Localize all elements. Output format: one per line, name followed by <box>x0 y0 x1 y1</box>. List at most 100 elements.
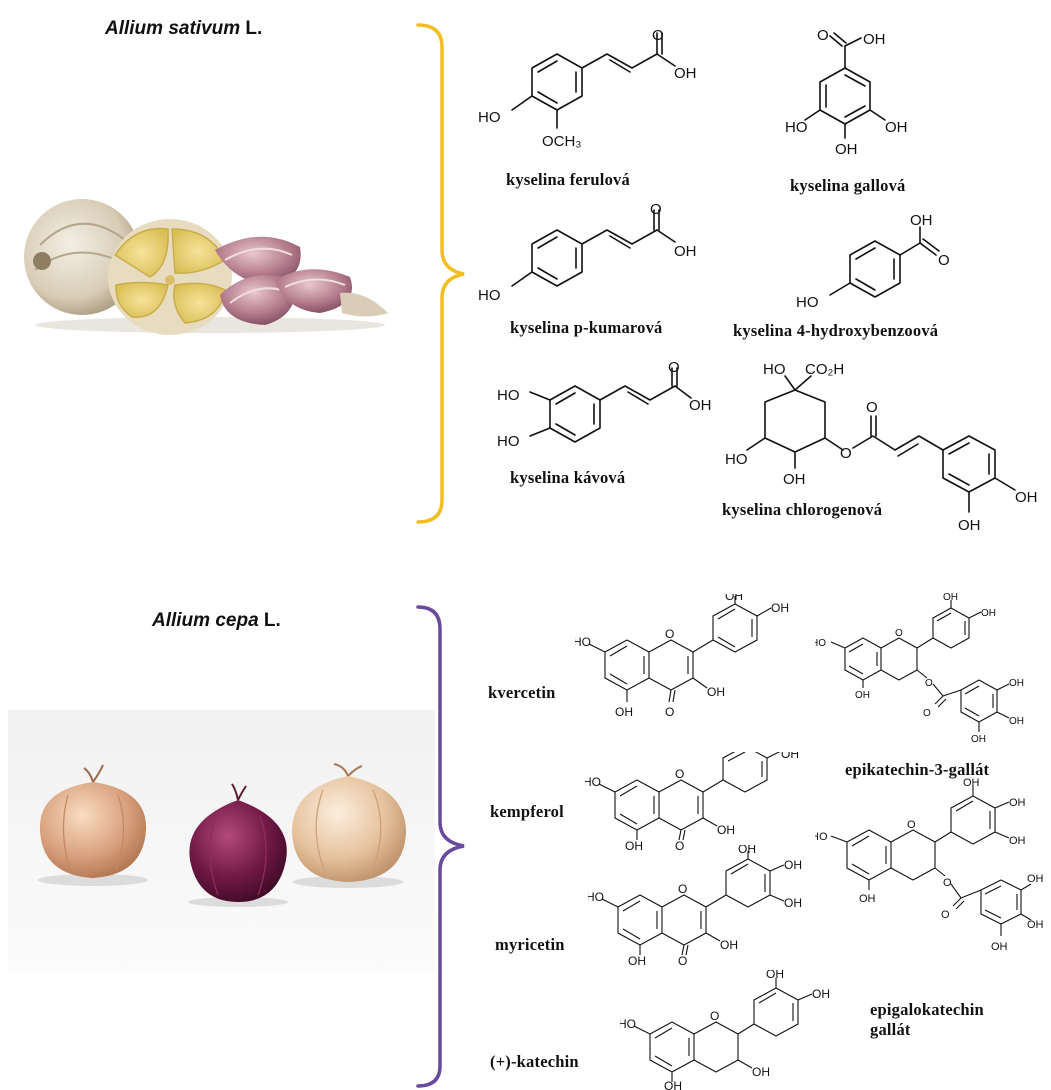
compound-name-epicatechin-gallate: epikatechin-3-gallát <box>845 760 990 779</box>
egcg-atom-oh-r1: OH <box>1009 797 1026 809</box>
quercetin-atom-o-ring: O <box>665 627 674 641</box>
compound-name-quercetin: kvercetin <box>488 683 556 702</box>
quercetin-atom-oh-right: OH <box>771 601 789 615</box>
quercetin-atom-ho: HO <box>575 635 591 649</box>
chlorogenic-atom-ho-top: HO <box>763 361 786 378</box>
caffeic-atom-ho-top: HO <box>497 387 520 404</box>
p-coumaric-acid-structure: O OH HO <box>478 202 697 304</box>
myricetin-atom-oh-r2: OH <box>784 896 802 910</box>
egcg-atom-oh-g2: OH <box>1027 919 1044 931</box>
garlic-section-title: Allium sativum L. <box>105 18 262 40</box>
catechin-atom-oh-top: OH <box>766 970 784 981</box>
ecg-atom-oh-g1: OH <box>1009 678 1024 689</box>
compound-name-catechin: (+)-katechin <box>490 1052 579 1071</box>
onion-author: L. <box>258 610 281 631</box>
chlorogenic-atom-co2h: CO₂H <box>805 361 844 378</box>
ecg-atom-oh-top: OH <box>943 592 958 603</box>
myricetin-atom-o-ring: O <box>678 882 687 896</box>
chlorogenic-atom-oh-bottom: OH <box>783 471 806 488</box>
kaempferol-atom-o-keto: O <box>675 839 684 852</box>
compound-name-caffeic: kyselina kávová <box>510 468 626 487</box>
compound-name-egcg-line2: gallát <box>870 1020 911 1039</box>
catechin-atom-oh-3: OH <box>752 1065 770 1079</box>
ferulic-atom-o: O <box>652 28 664 44</box>
kaempferol-atom-oh-top: OH <box>781 752 799 761</box>
onion-bracket-shape <box>416 605 465 1088</box>
egcg-atom-ho: HO <box>815 831 828 843</box>
chlorogenic-atom-o-carbonyl: O <box>866 399 878 416</box>
egcg-atom-oh-5: OH <box>859 893 876 905</box>
gallic-atom-oh-bottom: OH <box>835 141 858 158</box>
egcg-atom-oh-top: OH <box>963 778 980 789</box>
gallic-acid-structure: O OH HO OH OH <box>785 28 908 158</box>
p-coumaric-atom-oh: OH <box>674 243 697 260</box>
ferulic-atom-ho: HO <box>478 109 501 126</box>
catechin-atom-oh-right: OH <box>812 987 830 1001</box>
ferulic-acid-structure: O OH HO OCH₃ <box>478 28 697 150</box>
ecg-atom-oh-g2: OH <box>1009 716 1024 727</box>
myricetin-atom-ho: HO <box>588 890 604 904</box>
gallic-atom-ho: HO <box>785 119 808 136</box>
myricetin-atom-o-keto: O <box>678 954 687 968</box>
garlic-genus: Allium sativum <box>105 18 241 39</box>
ferulic-atom-oh: OH <box>674 65 697 82</box>
compound-name-gallic: kyselina gallová <box>790 176 906 195</box>
chlorogenic-atom-oh-right: OH <box>1015 489 1038 506</box>
egcg-atom-o-ring: O <box>907 819 916 831</box>
onion-bracket <box>416 605 465 1088</box>
catechin-atom-ho: HO <box>620 1017 636 1031</box>
ecg-atom-oh-5: OH <box>855 690 870 701</box>
egcg-atom-oh-r2: OH <box>1009 835 1026 847</box>
chlorogenic-atom-oh-ring: OH <box>958 517 981 534</box>
4-hydroxybenzoic-acid-structure: OH O HO <box>796 215 950 311</box>
chlorogenic-atom-ho-left: HO <box>725 451 748 468</box>
compound-name-myricetin: myricetin <box>495 935 565 954</box>
caffeic-atom-oh: OH <box>689 397 712 414</box>
ecg-atom-o-ring: O <box>895 628 903 639</box>
catechin-structure: HO O OH OH OH OH <box>620 970 830 1090</box>
garlic-author: L. <box>240 18 263 39</box>
egcg-atom-oh-g3: OH <box>991 941 1008 953</box>
egcg-atom-o-carbonyl: O <box>941 909 950 921</box>
ecg-atom-o-ester: O <box>925 678 933 689</box>
hydroxybenzoic-atom-oh: OH <box>910 215 933 229</box>
egcg-atom-oh-g1: OH <box>1027 873 1044 885</box>
chlorogenic-acid-structure: HO CO₂H O HO O OH OH OH <box>725 361 1038 534</box>
gallic-atom-oh-right: OH <box>885 119 908 136</box>
onion-image <box>8 710 435 972</box>
quercetin-atom-o-keto: O <box>665 705 674 719</box>
myricetin-atom-oh-r1: OH <box>784 858 802 872</box>
caffeic-atom-o: O <box>668 362 680 376</box>
myricetin-atom-oh-5: OH <box>628 954 646 968</box>
quercetin-atom-oh-top: OH <box>725 594 743 603</box>
garlic-bracket-shape <box>416 23 465 524</box>
chlorogenic-atom-o-ester: O <box>840 445 852 462</box>
ecg-atom-oh-g3: OH <box>971 734 986 745</box>
p-coumaric-atom-o: O <box>650 202 662 218</box>
kaempferol-atom-o-ring: O <box>675 767 684 781</box>
caffeic-atom-ho-bottom: HO <box>497 433 520 450</box>
compound-name-kaempferol: kempferol <box>490 802 564 821</box>
epigallocatechin-gallate-structure: HO O OH OH OH OH O O OH OH OH <box>815 778 1044 953</box>
kaempferol-atom-oh-5: OH <box>625 839 643 852</box>
gallic-atom-o: O <box>817 28 829 44</box>
ecg-atom-o-carbonyl: O <box>923 708 931 719</box>
ecg-atom-ho: HO <box>815 638 826 649</box>
ferulic-atom-och3: OCH₃ <box>542 133 581 150</box>
compound-name-egcg-line1: epigalokatechin <box>870 1000 984 1019</box>
onion-genus: Allium cepa <box>152 610 259 631</box>
compound-name-ferulic: kyselina ferulová <box>506 170 630 189</box>
epicatechin-gallate-structure: HO O OH OH OH O O OH OH OH <box>815 592 1024 745</box>
compound-name-chlorogenic: kyselina chlorogenová <box>722 500 883 519</box>
hydroxybenzoic-atom-o: O <box>938 252 950 269</box>
catechin-atom-o-ring: O <box>710 1009 719 1023</box>
garlic-bracket <box>416 23 465 524</box>
egcg-atom-o-ester: O <box>943 877 952 889</box>
quercetin-structure: HO O OH OH OH OH O <box>575 594 789 719</box>
gallic-atom-oh-acid: OH <box>863 31 886 48</box>
p-coumaric-atom-ho: HO <box>478 287 501 304</box>
hydroxybenzoic-atom-ho: HO <box>796 294 819 311</box>
kaempferol-atom-ho: HO <box>585 775 601 789</box>
onion-section-title: Allium cepa L. <box>152 610 281 632</box>
kaempferol-structure: HO O OH OH OH O <box>585 752 799 852</box>
